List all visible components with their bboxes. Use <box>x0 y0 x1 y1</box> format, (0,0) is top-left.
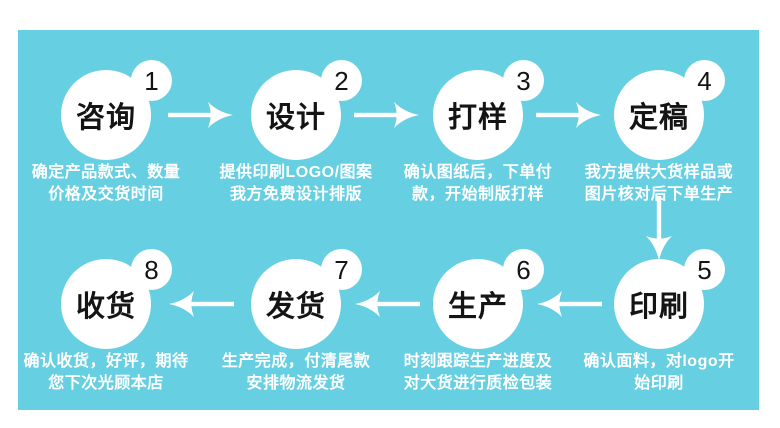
step-8-number-badge: 8 <box>131 249 172 290</box>
step-2-title: 设计 <box>265 102 326 134</box>
step-7-title: 发货 <box>265 291 326 323</box>
step-8-title: 收货 <box>75 291 136 323</box>
step-5-description: 确认面料，对logo开 始印刷 <box>583 353 735 392</box>
step-2-number-badge: 2 <box>321 60 362 101</box>
arrow-left-icon <box>354 289 420 319</box>
step-5-number-badge: 5 <box>684 249 725 290</box>
step-3-description: 确认图纸后，下单付 款，开始制版打样 <box>403 164 553 203</box>
step-4-description: 我方提供大货样品或 图片核对后下单生产 <box>584 164 734 203</box>
arrow-right-icon <box>354 100 420 130</box>
step-2-design: 2 设计 提供印刷LOGO/图案 我方免费设计排版 <box>191 60 401 206</box>
step-3-number-badge: 3 <box>503 60 544 101</box>
step-1-circle: 1 咨询 <box>61 60 172 160</box>
arrow-left-icon <box>168 289 234 319</box>
step-8-circle: 8 收货 <box>61 249 172 349</box>
step-1-consult: 1 咨询 确定产品款式、数量 价格及交货时间 <box>1 60 211 206</box>
step-5-circle: 5 印刷 <box>614 249 725 349</box>
step-6-description: 时刻跟踪生产进度及 对大货进行质检包装 <box>403 353 553 392</box>
step-8-receive: 8 收货 确认收货，好评，期待 您下次光顾本店 <box>1 249 211 395</box>
step-6-number-badge: 6 <box>503 249 544 290</box>
step-1-number-badge: 1 <box>131 60 172 101</box>
step-5-printing: 5 印刷 确认面料，对logo开 始印刷 <box>554 249 764 395</box>
step-7-ship: 7 发货 生产完成，付清尾款 安排物流发货 <box>191 249 401 395</box>
step-3-proofing: 3 打样 确认图纸后，下单付 款，开始制版打样 <box>373 60 583 206</box>
step-7-description: 生产完成，付清尾款 安排物流发货 <box>221 353 371 392</box>
arrow-down-icon <box>644 196 674 262</box>
step-7-number-badge: 7 <box>321 249 362 290</box>
step-4-circle: 4 定稿 <box>614 60 725 160</box>
step-1-title: 咨询 <box>75 102 136 134</box>
step-3-circle: 3 打样 <box>433 60 544 160</box>
arrow-right-icon <box>536 100 602 130</box>
step-1-description: 确定产品款式、数量 价格及交货时间 <box>31 164 181 203</box>
step-6-title: 生产 <box>447 291 508 323</box>
step-7-circle: 7 发货 <box>251 249 362 349</box>
step-5-title: 印刷 <box>628 291 689 323</box>
step-8-description: 确认收货，好评，期待 您下次光顾本店 <box>23 353 189 392</box>
step-2-description: 提供印刷LOGO/图案 我方免费设计排版 <box>219 164 373 203</box>
step-4-title: 定稿 <box>628 102 689 134</box>
step-4-number-badge: 4 <box>684 60 725 101</box>
step-6-circle: 6 生产 <box>433 249 544 349</box>
step-2-circle: 2 设计 <box>251 60 362 160</box>
step-6-production: 6 生产 时刻跟踪生产进度及 对大货进行质检包装 <box>373 249 583 395</box>
arrow-left-icon <box>536 289 602 319</box>
step-3-title: 打样 <box>447 102 508 134</box>
step-4-finalize: 4 定稿 我方提供大货样品或 图片核对后下单生产 <box>554 60 764 206</box>
arrow-right-icon <box>168 100 234 130</box>
